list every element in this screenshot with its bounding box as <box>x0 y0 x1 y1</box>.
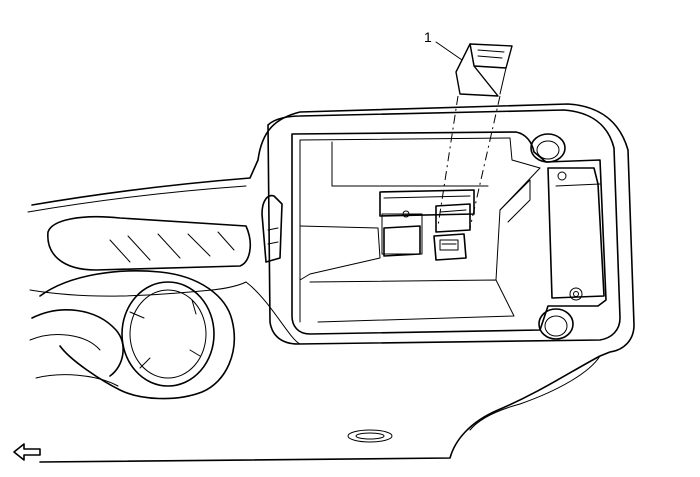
shifter-channel <box>47 215 252 271</box>
bin-cup-holder-top <box>530 133 566 163</box>
bin-cup-holder-bottom <box>538 308 574 340</box>
callout-leader-1 <box>435 41 463 61</box>
usb-receptacle <box>433 233 467 261</box>
side-module <box>547 167 605 299</box>
connector-panel <box>379 189 475 257</box>
storage-bin <box>291 131 607 335</box>
callout-number-1: 1 <box>424 29 432 45</box>
forward-arrow-icon <box>13 443 41 461</box>
console-outer-body <box>31 103 635 463</box>
front-emblem <box>347 429 393 443</box>
install-guide-left <box>437 95 459 227</box>
lid-latch <box>261 194 283 263</box>
armrest-recess <box>267 109 621 345</box>
bezel-component <box>455 43 513 97</box>
install-guide-right <box>469 95 501 229</box>
front-cup-holders <box>29 270 236 400</box>
